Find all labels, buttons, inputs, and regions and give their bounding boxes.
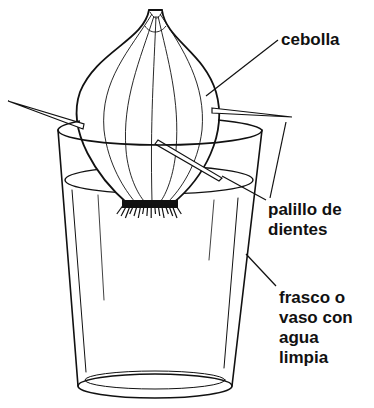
onion-veins [104, 12, 203, 202]
part-label: frasco o vaso con agua limpia [279, 288, 367, 368]
glass-reflection [98, 195, 104, 300]
part-label: palillo de dientes [268, 200, 372, 240]
glass-side [232, 130, 262, 386]
onion-roots [117, 200, 182, 218]
glass-rim [58, 121, 80, 130]
glass-rim [218, 120, 262, 130]
leader-line [206, 40, 286, 286]
glass-rim [58, 130, 262, 145]
glass-reflection [209, 200, 214, 260]
part-label: cebolla [281, 30, 371, 50]
glass-reflection [72, 190, 86, 372]
onion-bulb [77, 10, 220, 204]
glass-side [58, 130, 78, 386]
toothpick [8, 101, 292, 181]
glass-reflection [224, 198, 238, 368]
glass-bottom-inner [85, 371, 225, 389]
